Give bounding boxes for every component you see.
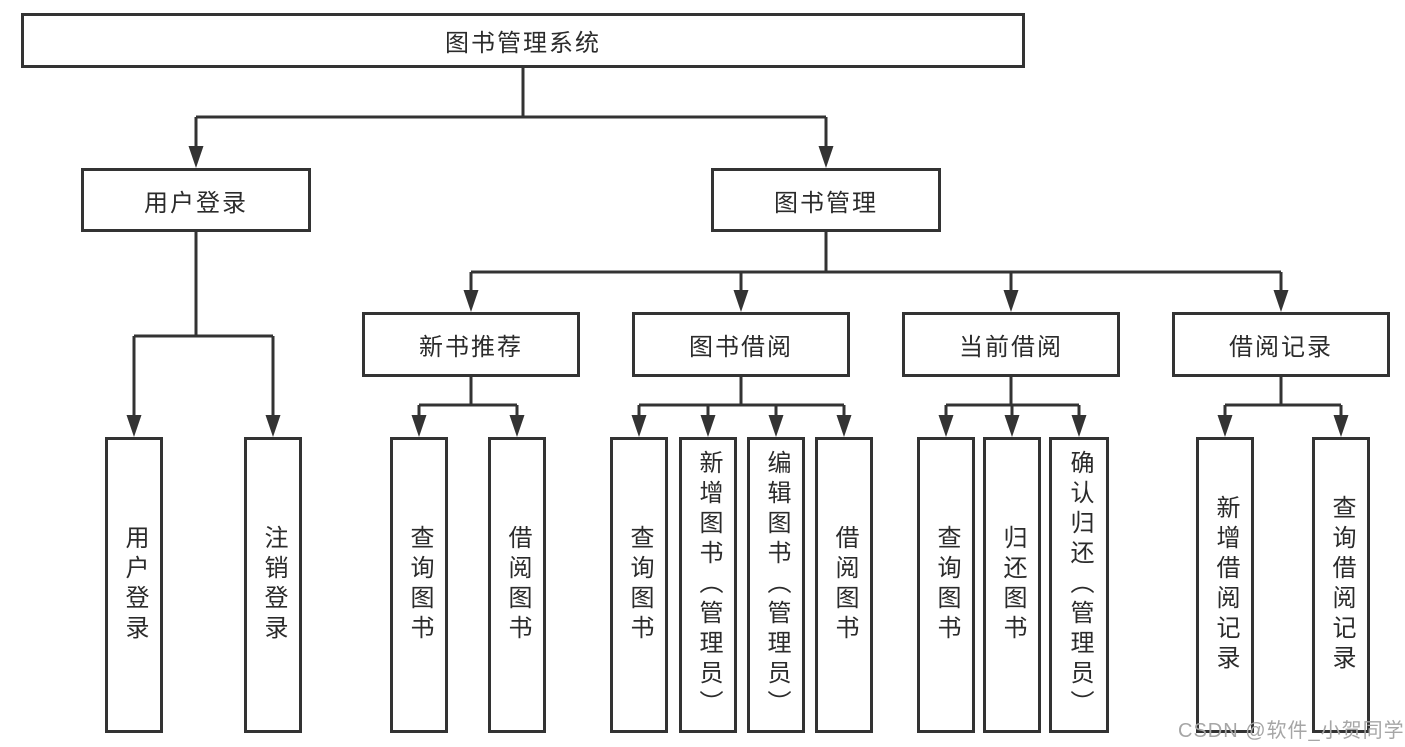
leaf-logout-login: 注销登录 <box>244 437 302 733</box>
leaf-borrow-books: 借阅图书 <box>815 437 873 733</box>
connector-book-borrowing-to-leaves <box>631 377 852 437</box>
leaf-add-books-admin: 新增图书（管理员） <box>679 437 737 733</box>
connector-user-login-to-leaves <box>126 232 281 437</box>
connector-root-to-level2 <box>188 68 834 168</box>
node-borrowing-records: 借阅记录 <box>1172 312 1390 377</box>
leaf-query-borrow-record: 查询借阅记录 <box>1312 437 1370 733</box>
leaf-query-books-borrowing: 查询图书 <box>610 437 668 733</box>
leaf-add-borrow-record: 新增借阅记录 <box>1196 437 1254 733</box>
leaf-query-books-current: 查询图书 <box>917 437 975 733</box>
leaf-query-books-recommend: 查询图书 <box>390 437 448 733</box>
leaf-return-books: 归还图书 <box>983 437 1041 733</box>
connector-new-book-to-leaves <box>411 377 525 437</box>
node-library-management-system: 图书管理系统 <box>21 13 1025 68</box>
leaf-borrow-books-recommend: 借阅图书 <box>488 437 546 733</box>
leaf-edit-books-admin: 编辑图书（管理员） <box>747 437 805 733</box>
connector-borrowing-records-to-leaves <box>1217 377 1349 437</box>
connector-current-borrowing-to-leaves <box>938 377 1087 437</box>
node-new-book-recommendation: 新书推荐 <box>362 312 580 377</box>
leaf-confirm-return-admin: 确认归还（管理员） <box>1049 437 1109 733</box>
csdn-watermark: CSDN @软件_小贺同学 <box>1178 720 1405 742</box>
leaf-user-login: 用户登录 <box>105 437 163 733</box>
node-user-login: 用户登录 <box>81 168 311 232</box>
node-book-borrowing: 图书借阅 <box>632 312 850 377</box>
node-current-borrowing: 当前借阅 <box>902 312 1120 377</box>
connector-book-management-to-level3 <box>463 232 1289 312</box>
node-book-management: 图书管理 <box>711 168 941 232</box>
